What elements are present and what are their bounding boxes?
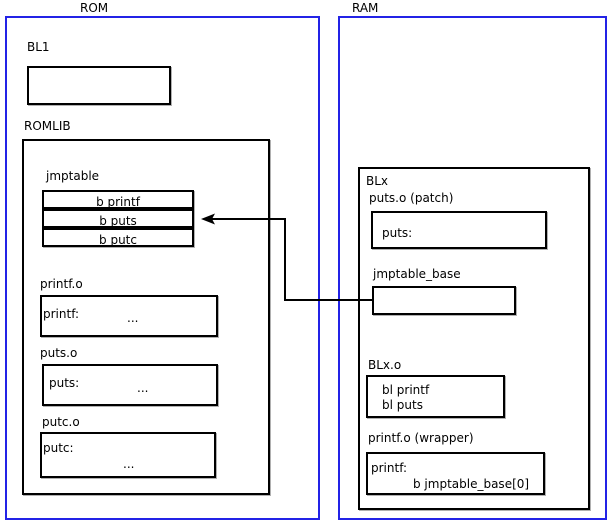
puts-o-box: puts: ... — [42, 364, 218, 406]
bl1-caption: BL1 — [27, 40, 50, 54]
blx-o-caption: BLx.o — [368, 358, 402, 372]
putc-o-caption: putc.o — [42, 415, 80, 429]
printf-o-symbol: printf: — [43, 307, 80, 321]
printf-o-body: ... — [127, 311, 139, 325]
puts-o-body: ... — [137, 381, 149, 395]
romlib-caption: ROMLIB — [24, 119, 71, 133]
printf-o-box: printf: ... — [40, 295, 218, 337]
blx-o-line: bl printf — [382, 383, 430, 397]
jmptable-row-label: b putc — [99, 233, 137, 247]
printf-wrapper-caption: printf.o (wrapper) — [368, 431, 474, 445]
puts-o-caption: puts.o — [40, 346, 78, 360]
blx-caption: BLx — [366, 174, 389, 188]
ram-region-label: RAM — [352, 1, 379, 15]
printf-wrapper-box: printf: b jmptable_base[0] — [366, 452, 545, 495]
printf-wrapper-branch: b jmptable_base[0] — [413, 477, 530, 491]
puts-o-symbol: puts: — [49, 376, 80, 390]
bl1-box — [27, 66, 171, 105]
puts-patch-box: puts: — [371, 211, 547, 249]
jmptable-row-label: b puts — [99, 214, 137, 228]
jmptable-row-printf: b printf — [42, 190, 194, 209]
blx-o-box: bl printf bl puts — [366, 375, 505, 418]
jmptable-caption: jmptable — [46, 169, 100, 183]
jmptable-base-caption: jmptable_base — [373, 267, 461, 281]
putc-o-box: putc: ... — [40, 432, 216, 478]
jmptable-row-puts: b puts — [42, 209, 194, 228]
puts-patch-symbol: puts: — [382, 226, 413, 240]
rom-region-label: ROM — [80, 1, 109, 15]
blx-o-line: bl puts — [382, 398, 423, 412]
jmptable-row-putc: b putc — [42, 228, 194, 247]
jmptable-row-label: b printf — [96, 195, 140, 209]
putc-o-symbol: putc: — [43, 441, 74, 455]
jmptable-base-box — [372, 286, 516, 315]
printf-o-caption: printf.o — [40, 277, 83, 291]
putc-o-body: ... — [123, 457, 135, 471]
printf-wrapper-symbol: printf: — [371, 461, 408, 475]
puts-patch-caption: puts.o (patch) — [369, 191, 454, 205]
